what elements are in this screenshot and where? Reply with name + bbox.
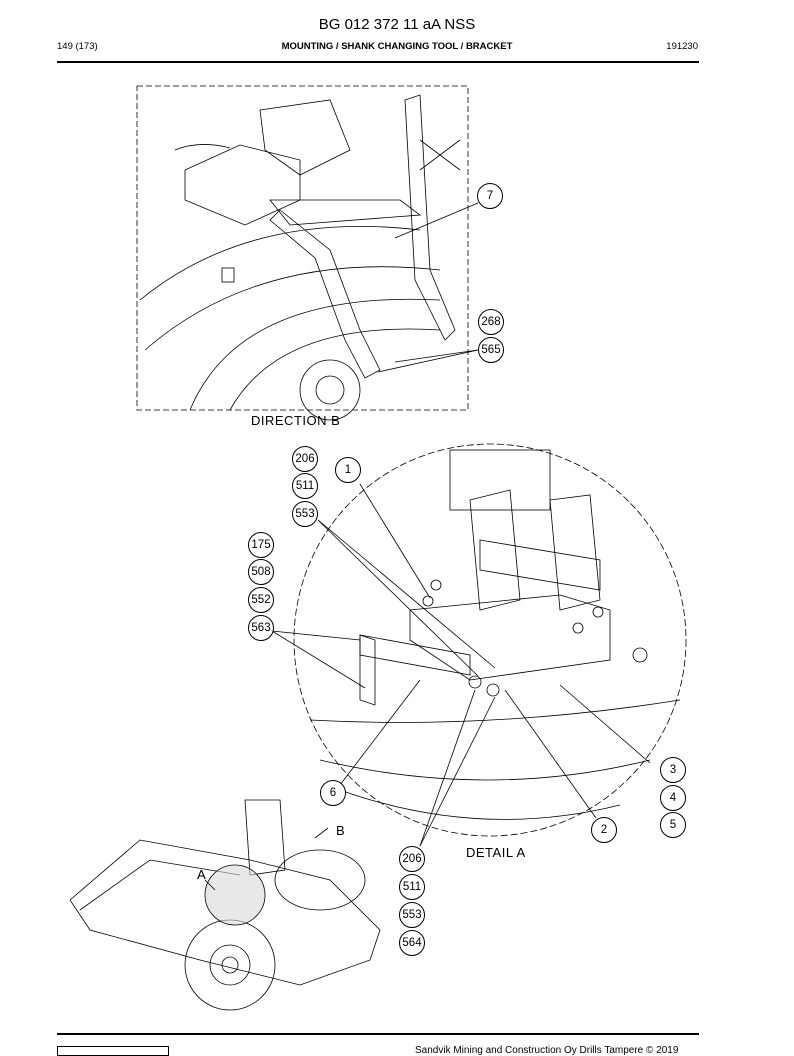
- overview-marker-a: A: [197, 867, 207, 882]
- section-title: MOUNTING / SHANK CHANGING TOOL / BRACKET: [281, 41, 513, 52]
- callout-553: 553: [292, 501, 318, 527]
- callout-5: 5: [660, 812, 686, 838]
- sandvik-logo: [57, 1046, 169, 1056]
- callout-564-overview: 564: [399, 930, 425, 956]
- detail-a-drawing: [293, 443, 687, 837]
- callout-3: 3: [660, 757, 686, 783]
- overview-machine-drawing: [69, 799, 381, 1011]
- detail-a-label: DETAIL A: [466, 845, 526, 860]
- callout-175: 175: [248, 532, 274, 558]
- direction-b-drawing: [136, 85, 469, 421]
- callout-511: 511: [292, 473, 318, 499]
- callout-1: 1: [335, 457, 361, 483]
- direction-b-label: DIRECTION B: [251, 413, 341, 428]
- callout-511-overview: 511: [399, 874, 425, 900]
- callout-206-overview: 206: [399, 846, 425, 872]
- document-number: BG 012 372 11 aA NSS: [318, 16, 476, 33]
- callout-206: 206: [292, 446, 318, 472]
- callout-565: 565: [478, 337, 504, 363]
- callout-552: 552: [248, 587, 274, 613]
- footer-copyright: Sandvik Mining and Construction Oy Drill…: [415, 1045, 679, 1056]
- overview-marker-b: B: [336, 823, 346, 838]
- callout-268: 268: [478, 309, 504, 335]
- callout-553-overview: 553: [399, 902, 425, 928]
- footer-rule: [57, 1033, 699, 1035]
- callout-7: 7: [477, 183, 503, 209]
- header-rule: [57, 61, 699, 63]
- callout-4: 4: [660, 785, 686, 811]
- leader-lines: [271, 202, 651, 847]
- callout-508: 508: [248, 559, 274, 585]
- callout-563: 563: [248, 615, 274, 641]
- callout-2: 2: [591, 817, 617, 843]
- page-number: 149 (173): [57, 41, 98, 52]
- date-code: 191230: [666, 41, 698, 52]
- callout-6: 6: [320, 780, 346, 806]
